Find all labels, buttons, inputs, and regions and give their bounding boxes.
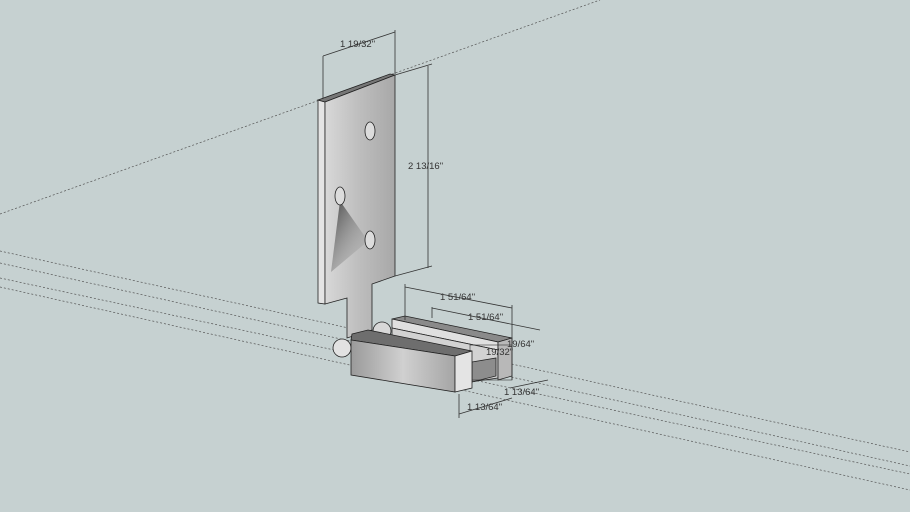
front-block[interactable] bbox=[350, 329, 473, 393]
mounting-plate[interactable] bbox=[316, 73, 397, 339]
shadow bbox=[331, 201, 368, 272]
dimension-channel-depth: 19/32" bbox=[486, 347, 513, 358]
dimension-plate-height: 2 13/16" bbox=[394, 63, 443, 277]
dimension-channel-width-bottom: 1 13/64" bbox=[458, 394, 513, 418]
guide-lines bbox=[0, 0, 910, 491]
hole bbox=[364, 230, 376, 250]
dimension-label: 2 13/16" bbox=[408, 161, 443, 172]
dimension-label: 1 51/64" bbox=[468, 312, 503, 323]
dimension-wall-thickness: 19/64" bbox=[507, 339, 534, 350]
dimension-label: 1 19/32" bbox=[340, 39, 375, 50]
dimension-label: 1 13/64" bbox=[467, 402, 502, 413]
dimension-channel-length-outer: 1 51/64" bbox=[404, 284, 513, 380]
dimension-label: 1 13/64" bbox=[504, 387, 539, 398]
hinge-pin bbox=[332, 338, 352, 358]
dimension-channel-length-inner: 1 51/64" bbox=[431, 307, 541, 331]
hole bbox=[364, 121, 376, 141]
hole bbox=[334, 186, 346, 206]
dimension-plate-width: 1 19/32" bbox=[322, 30, 396, 98]
dimension-channel-width-right: 1 13/64" bbox=[504, 379, 549, 398]
dimension-label: 1 51/64" bbox=[440, 292, 475, 303]
